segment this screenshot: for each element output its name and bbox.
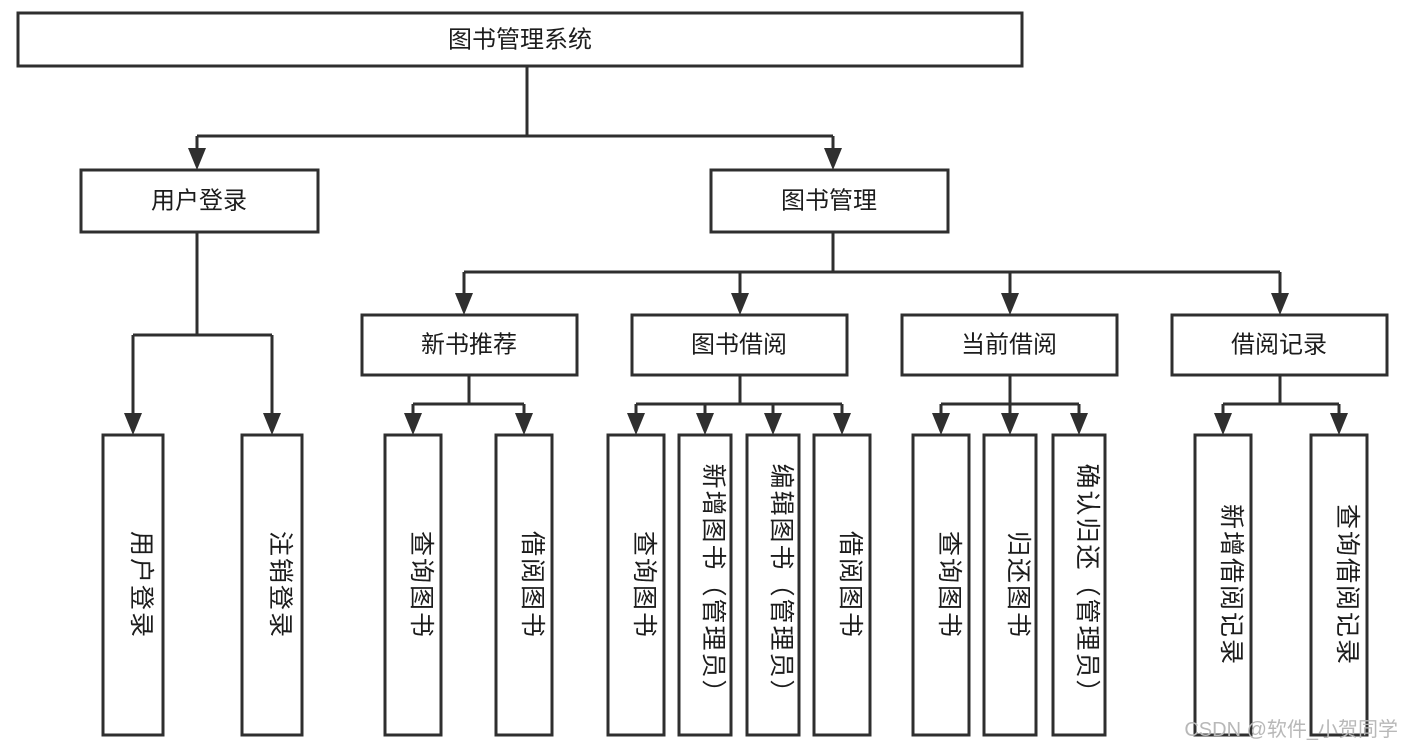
leaf-currentborrow-return-box[interactable]: [982, 433, 1038, 737]
leaf-currentborrow-query[interactable]: 查询图书: [911, 433, 971, 737]
node-current-borrow[interactable]: 当前借阅: [900, 313, 1119, 377]
leaf-newbook-query-box[interactable]: [383, 433, 443, 737]
node-current-borrow-box[interactable]: [900, 313, 1119, 377]
node-book-management[interactable]: 图书管理: [709, 168, 950, 234]
arrow-bookmgmt-to-book-borrow: [731, 293, 749, 315]
leaf-bookborrow-edit-label: 编辑图书（管理员）: [767, 463, 795, 706]
arrow-userlogin-leaf-2: [263, 413, 281, 435]
leaf-user-login-login[interactable]: 用户登录: [101, 433, 165, 737]
leaf-borrowrecord-add-label: 新增借阅记录: [1217, 504, 1245, 666]
leaf-borrowrecord-query-label: 查询借阅记录: [1333, 504, 1361, 666]
arrow-borrowrecord-leaf-2: [1330, 413, 1348, 435]
leaf-currentborrow-confirm-box[interactable]: [1051, 433, 1107, 737]
leaf-newbook-query[interactable]: 查询图书: [383, 433, 443, 737]
arrow-bookmgmt-to-new-book: [455, 293, 473, 315]
node-borrow-record[interactable]: 借阅记录: [1170, 313, 1389, 377]
leaf-newbook-borrow[interactable]: 借阅图书: [494, 433, 554, 737]
node-book-borrow[interactable]: 图书借阅: [630, 313, 849, 377]
leaf-bookborrow-query[interactable]: 查询图书: [606, 433, 666, 737]
node-user-login-label: 用户登录: [151, 187, 247, 214]
leaf-newbook-borrow-label: 借阅图书: [518, 531, 546, 639]
watermark-label: CSDN @软件_小贺同学: [1184, 718, 1398, 741]
arrow-bookmgmt-to-borrow-record: [1271, 293, 1289, 315]
node-root-system-label: 图书管理系统: [448, 26, 592, 53]
node-borrow-record-box[interactable]: [1170, 313, 1389, 377]
leaf-bookborrow-add-label: 新增图书（管理员）: [699, 463, 727, 706]
arrow-currentborrow-leaf-3: [1070, 413, 1088, 435]
leaf-borrowrecord-add[interactable]: 新增借阅记录: [1193, 433, 1253, 737]
leaf-currentborrow-return[interactable]: 归还图书: [982, 433, 1038, 737]
arrow-bookborrow-leaf-2: [696, 413, 714, 435]
leaf-bookborrow-edit[interactable]: 编辑图书（管理员）: [745, 433, 801, 737]
arrow-newbook-leaf-2: [515, 413, 533, 435]
leaf-borrowrecord-query[interactable]: 查询借阅记录: [1309, 433, 1369, 737]
arrow-root-to-book-mgmt: [824, 148, 842, 170]
leaf-user-login-logout-box[interactable]: [240, 433, 304, 737]
node-new-book-recommend[interactable]: 新书推荐: [360, 313, 579, 377]
node-root-system-box[interactable]: [16, 11, 1024, 68]
leaf-borrowrecord-add-box[interactable]: [1193, 433, 1253, 737]
arrow-currentborrow-leaf-2: [1001, 413, 1019, 435]
arrow-newbook-leaf-1: [404, 413, 422, 435]
leaf-user-login-login-label: 用户登录: [127, 531, 155, 639]
leaf-currentborrow-confirm-label: 确认归还（管理员）: [1073, 463, 1101, 706]
node-new-book-recommend-box[interactable]: [360, 313, 579, 377]
arrow-currentborrow-leaf-1: [932, 413, 950, 435]
leaf-bookborrow-add-box[interactable]: [677, 433, 733, 737]
node-root-system[interactable]: 图书管理系统: [16, 11, 1024, 68]
leaf-currentborrow-return-label: 归还图书: [1004, 531, 1032, 639]
leaf-bookborrow-add[interactable]: 新增图书（管理员）: [677, 433, 733, 737]
leaf-bookborrow-borrow[interactable]: 借阅图书: [812, 433, 872, 737]
leaf-user-login-logout[interactable]: 注销登录: [240, 433, 304, 737]
node-book-borrow-box[interactable]: [630, 313, 849, 377]
node-book-management-label: 图书管理: [781, 187, 877, 214]
arrow-bookborrow-leaf-4: [833, 413, 851, 435]
leaf-bookborrow-borrow-label: 借阅图书: [836, 531, 864, 639]
node-book-management-box[interactable]: [709, 168, 950, 234]
arrow-bookmgmt-to-current-borrow: [1001, 293, 1019, 315]
leaf-bookborrow-query-label: 查询图书: [630, 531, 658, 639]
leaf-borrowrecord-query-box[interactable]: [1309, 433, 1369, 737]
leaf-currentborrow-query-label: 查询图书: [935, 531, 963, 639]
node-new-book-recommend-label: 新书推荐: [421, 331, 517, 358]
leaf-bookborrow-borrow-box[interactable]: [812, 433, 872, 737]
leaf-currentborrow-confirm[interactable]: 确认归还（管理员）: [1051, 433, 1107, 737]
leaf-user-login-login-box[interactable]: [101, 433, 165, 737]
arrow-bookborrow-leaf-3: [764, 413, 782, 435]
arrow-borrowrecord-leaf-1: [1214, 413, 1232, 435]
leaf-user-login-logout-label: 注销登录: [266, 531, 294, 639]
arrow-root-to-user-login: [188, 148, 206, 170]
leaf-currentborrow-query-box[interactable]: [911, 433, 971, 737]
leaf-newbook-borrow-box[interactable]: [494, 433, 554, 737]
node-user-login[interactable]: 用户登录: [79, 168, 320, 234]
node-book-borrow-label: 图书借阅: [691, 331, 787, 358]
leaf-newbook-query-label: 查询图书: [407, 531, 435, 639]
leaf-bookborrow-query-box[interactable]: [606, 433, 666, 737]
arrow-bookborrow-leaf-1: [627, 413, 645, 435]
node-borrow-record-label: 借阅记录: [1231, 331, 1327, 358]
leaf-bookborrow-edit-box[interactable]: [745, 433, 801, 737]
edge-layer: [124, 66, 1348, 435]
node-user-login-box[interactable]: [79, 168, 320, 234]
arrow-userlogin-leaf-1: [124, 413, 142, 435]
node-current-borrow-label: 当前借阅: [961, 331, 1057, 358]
